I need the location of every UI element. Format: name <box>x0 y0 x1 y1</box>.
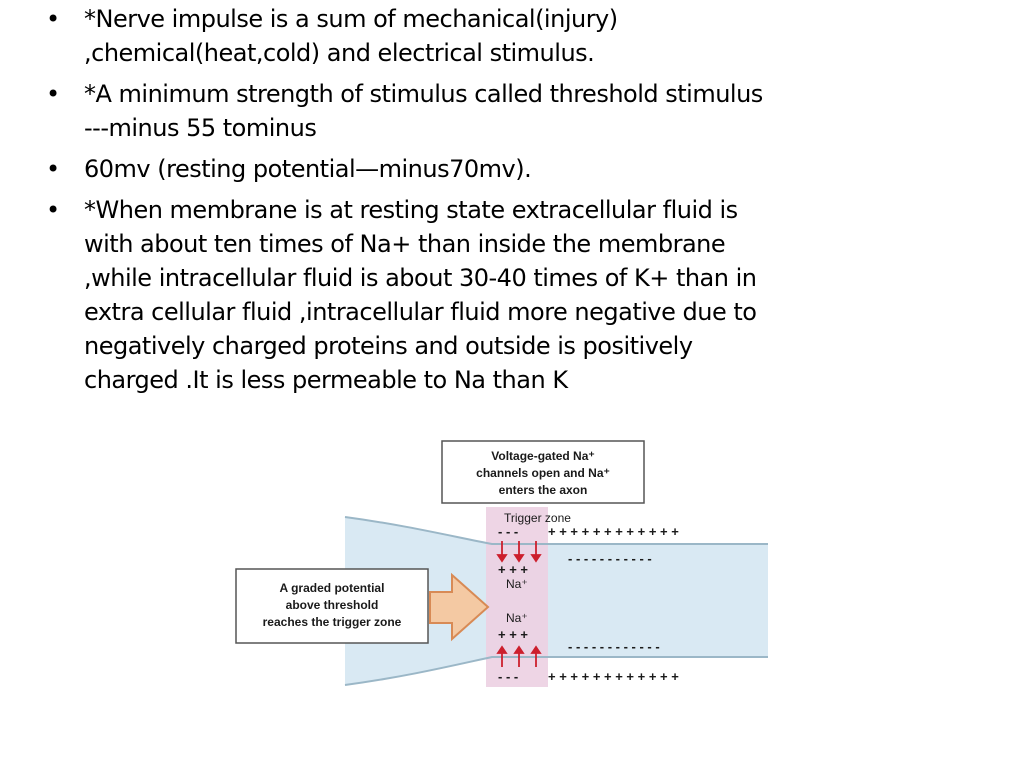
axon-trigger-zone-diagram: Voltage-gated Na⁺ channels open and Na⁺ … <box>230 437 770 692</box>
callout-left-line: above threshold <box>286 598 379 612</box>
bullet-item: • *When membrane is at resting state ext… <box>40 193 1000 397</box>
bullet-marker: • <box>46 5 60 33</box>
bullet-line: ---minus 55 tominus <box>84 114 317 142</box>
bullet-line: *When membrane is at resting state extra… <box>84 196 738 224</box>
bullet-line: charged .It is less permeable to Na than… <box>84 366 568 394</box>
na-influx-arrows-top <box>496 541 542 563</box>
bullet-line: negatively charged proteins and outside … <box>84 332 693 360</box>
bullet-line: 60mv (resting potential—minus70mv). <box>84 155 532 183</box>
charges-bottom-inner-rest: - - - - - - - - - - - - <box>568 639 660 654</box>
bullet-item: • *A minimum strength of stimulus called… <box>40 77 1000 145</box>
diagram-svg: Voltage-gated Na⁺ channels open and Na⁺ … <box>235 440 768 687</box>
bullet-line: extra cellular fluid ,intracellular flui… <box>84 298 757 326</box>
callout-left-line: A graded potential <box>280 581 385 595</box>
charges-top-outer-rest: + + + + + + + + + + + + <box>548 524 679 539</box>
charges-bottom-outer-zone: - - - <box>498 669 518 684</box>
graded-potential-arrow <box>429 572 490 642</box>
trigger-zone-label: Trigger zone <box>504 511 571 525</box>
bullet-item: • 60mv (resting potential—minus70mv). <box>40 152 1000 186</box>
callout-left-line: reaches the trigger zone <box>263 615 402 629</box>
axon-body <box>345 517 768 685</box>
charges-bottom-inner-zone: + + + <box>498 627 528 642</box>
bullet-marker: • <box>46 80 60 108</box>
bullet-line: ,while intracellular fluid is about 30-4… <box>84 264 757 292</box>
membrane-top <box>344 516 768 545</box>
na-label-bottom: Na⁺ <box>506 611 528 625</box>
bullet-line: *Nerve impulse is a sum of mechanical(in… <box>84 5 618 33</box>
callout-box-left <box>235 568 429 644</box>
callout-top-line: enters the axon <box>499 483 588 497</box>
charges-top-outer-zone: - - - <box>498 524 518 539</box>
bullet-line: ,chemical(heat,cold) and electrical stim… <box>84 39 595 67</box>
membrane-bottom <box>344 656 768 686</box>
charges-bottom-outer-rest: + + + + + + + + + + + + <box>548 669 679 684</box>
callout-top-line: channels open and Na⁺ <box>476 466 610 480</box>
bullet-marker: • <box>46 155 60 183</box>
callout-top-line: Voltage-gated Na⁺ <box>491 449 594 463</box>
charges-top-inner-zone: + + + <box>498 562 528 577</box>
na-influx-arrows-bottom <box>496 645 542 667</box>
bullet-list: • *Nerve impulse is a sum of mechanical(… <box>40 2 1000 404</box>
bullet-line: with about ten times of Na+ than inside … <box>84 230 726 258</box>
charges-top-inner-rest: - - - - - - - - - - - <box>568 551 652 566</box>
bullet-item: • *Nerve impulse is a sum of mechanical(… <box>40 2 1000 70</box>
bullet-marker: • <box>46 196 60 224</box>
callout-box-top <box>441 440 645 504</box>
na-label-top: Na⁺ <box>506 577 528 591</box>
bullet-line: *A minimum strength of stimulus called t… <box>84 80 763 108</box>
